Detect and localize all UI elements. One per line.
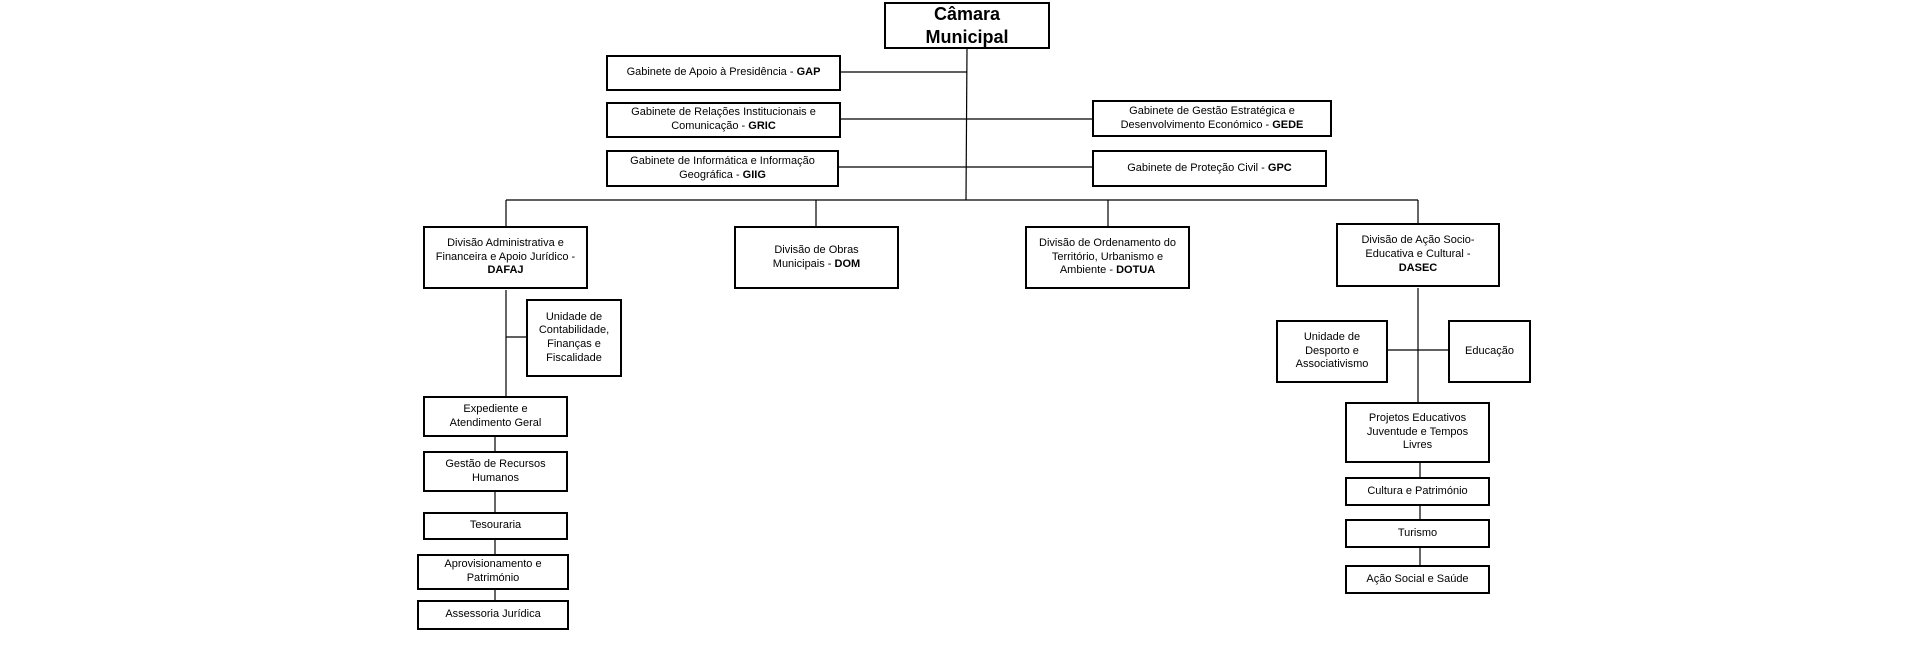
tesouraria-label: Tesouraria bbox=[469, 519, 522, 532]
gap-label: Gabinete de Apoio à Presidência - bbox=[626, 66, 797, 79]
dotua-label: Divisão de Ordenamento do Território, Ur… bbox=[1039, 236, 1176, 277]
assessoria-juridica-box: Assessoria Jurídica bbox=[417, 600, 569, 630]
turismo-label: Turismo bbox=[1397, 526, 1438, 539]
desporto-box: Unidade de Desporto e Associativismo bbox=[1276, 320, 1388, 383]
dafaj-box: Divisão Administrativa e Financeira e Ap… bbox=[423, 226, 588, 289]
gap-box: Gabinete de Apoio à Presidência - GAP bbox=[606, 55, 841, 91]
dom-label: Divisão de Obras Municipais - bbox=[772, 243, 859, 270]
tesouraria-box: Tesouraria bbox=[423, 512, 568, 540]
camara-municipal-title: Câmara Municipal bbox=[925, 4, 1009, 47]
gpc-label: Gabinete de Proteção Civil - bbox=[1127, 161, 1268, 174]
camara-municipal-box: Câmara Municipal bbox=[884, 2, 1050, 49]
giig-label: Gabinete de Informática e Informação Geo… bbox=[630, 154, 815, 181]
recursos-humanos-box: Gestão de Recursos Humanos bbox=[423, 451, 568, 492]
projetos-educativos-label: Projetos Educativos Juventude e Tempos L… bbox=[1366, 411, 1469, 452]
gric-box: Gabinete de Relações Institucionais e Co… bbox=[606, 102, 841, 138]
gede-box: Gabinete de Gestão Estratégica e Desenvo… bbox=[1092, 100, 1332, 137]
dotua-box: Divisão de Ordenamento do Território, Ur… bbox=[1025, 226, 1190, 289]
gric-label: Gabinete de Relações Institucionais e Co… bbox=[631, 106, 816, 132]
educacao-label: Educação bbox=[1465, 344, 1514, 357]
dasec-code: DASEC bbox=[1398, 261, 1438, 274]
gric-code: GRIC bbox=[748, 120, 776, 132]
giig-code: GIIG bbox=[742, 168, 766, 181]
recursos-humanos-label: Gestão de Recursos Humanos bbox=[445, 457, 546, 484]
dafaj-label: Divisão Administrativa e Financeira e Ap… bbox=[435, 236, 576, 263]
contabilidade-box: Unidade de Contabilidade, Finanças e Fis… bbox=[526, 299, 622, 377]
cultura-patrimonio-box: Cultura e Património bbox=[1345, 477, 1490, 506]
giig-box: Gabinete de Informática e Informação Geo… bbox=[606, 150, 839, 187]
gpc-code: GPC bbox=[1267, 161, 1292, 174]
assessoria-juridica-label: Assessoria Jurídica bbox=[445, 608, 541, 621]
educacao-box: Educação bbox=[1448, 320, 1531, 383]
gede-code: GEDE bbox=[1272, 118, 1304, 131]
aprovisionamento-box: Aprovisionamento e Património bbox=[417, 554, 569, 590]
expediente-label: Expediente e Atendimento Geral bbox=[449, 402, 542, 429]
dotua-code: DOTUA bbox=[1116, 264, 1156, 277]
dasec-label: Divisão de Ação Socio-Educativa e Cultur… bbox=[1361, 234, 1475, 261]
dafaj-code: DAFAJ bbox=[487, 264, 524, 277]
dasec-box: Divisão de Ação Socio-Educativa e Cultur… bbox=[1336, 223, 1500, 287]
gap-code: GAP bbox=[796, 66, 821, 79]
cultura-patrimonio-label: Cultura e Património bbox=[1367, 484, 1468, 497]
dom-box: Divisão de Obras Municipais - DOM bbox=[734, 226, 899, 289]
turismo-box: Turismo bbox=[1345, 519, 1490, 548]
acao-social-label: Ação Social e Saúde bbox=[1366, 572, 1469, 585]
gede-label: Gabinete de Gestão Estratégica e Desenvo… bbox=[1120, 104, 1295, 131]
gpc-box: Gabinete de Proteção Civil - GPC bbox=[1092, 150, 1327, 187]
expediente-box: Expediente e Atendimento Geral bbox=[423, 396, 568, 437]
desporto-label: Unidade de Desporto e Associativismo bbox=[1295, 330, 1369, 371]
trunk-line bbox=[965, 47, 968, 201]
projetos-educativos-box: Projetos Educativos Juventude e Tempos L… bbox=[1345, 402, 1490, 463]
aprovisionamento-label: Aprovisionamento e Património bbox=[444, 558, 542, 584]
contabilidade-label: Unidade de Contabilidade, Finanças e Fis… bbox=[538, 310, 610, 364]
acao-social-box: Ação Social e Saúde bbox=[1345, 565, 1490, 594]
dom-code: DOM bbox=[834, 257, 861, 270]
